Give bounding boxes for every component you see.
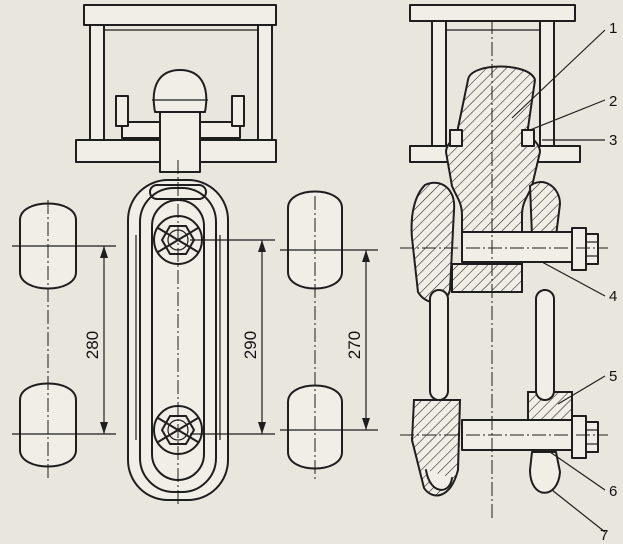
right-top-pin	[461, 227, 599, 271]
callout-5: 5	[609, 368, 617, 385]
dimension-270-label: 270	[345, 331, 364, 359]
callout-1: 1	[609, 20, 617, 37]
callout-3: 3	[609, 132, 617, 149]
leader-lines	[511, 29, 606, 533]
pitch-link-middle	[190, 239, 275, 435]
pitch-link-right	[280, 190, 378, 480]
roller-section	[444, 65, 542, 293]
callout-2: 2	[609, 93, 617, 110]
pitch-link-left	[12, 200, 116, 478]
right-bottom-pin	[461, 415, 599, 459]
left-top-roller	[152, 69, 208, 173]
callout-4: 4	[609, 288, 617, 305]
dimension-290-label: 290	[241, 331, 260, 359]
dimension-280-label: 280	[83, 331, 102, 359]
callout-7: 7	[600, 527, 608, 544]
callout-6: 6	[609, 483, 617, 500]
side-bars	[429, 289, 555, 401]
